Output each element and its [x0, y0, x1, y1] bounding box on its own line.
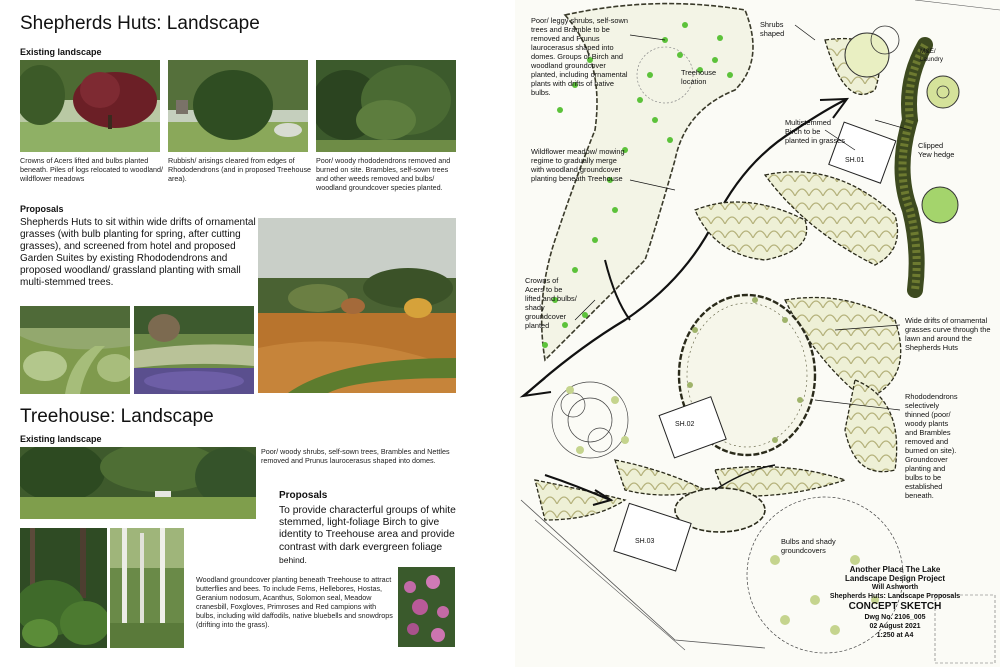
note-crowns-acers: Crowns of Acers to be lifted and bulbs/ …	[525, 276, 577, 330]
hut-label-sh02: SH.02	[675, 421, 695, 428]
treehouse-proposals-heading: Proposals	[279, 490, 328, 501]
title-line6: Dwg No. 2106_005	[864, 614, 926, 621]
photo-birch	[110, 528, 184, 648]
title-line8: 1:250 at A4	[876, 632, 914, 639]
photo-ferns	[20, 528, 107, 648]
note-bulbs: Bulbs and shady groundcovers	[781, 537, 836, 555]
photo-grasses-path	[20, 306, 130, 394]
note-treehouse: Treehouse location	[681, 68, 717, 86]
note-wildflower: Wildflower meadow/ mowing regime to grad…	[531, 147, 625, 183]
note-wide-drifts: Wide drifts of ornamental grasses curve …	[905, 316, 991, 352]
caption-acer: Crowns of Acers lifted and bulbs planted…	[20, 156, 164, 183]
hut-sh03	[613, 502, 692, 572]
grass-drifts	[534, 38, 902, 521]
photo-rhododendron	[316, 60, 456, 152]
photo-rhododendron-edge	[168, 60, 308, 152]
photo-grasses-lavender	[134, 306, 254, 394]
note-clipped-yew: Clipped Yew hedge	[918, 141, 955, 159]
caption-rubbish: Rubbish/ arisings cleared from edges of …	[168, 156, 312, 183]
treehouse-existing-heading: Existing landscape	[20, 434, 102, 444]
note-me-laundry: M&E/ Laundry	[920, 48, 944, 63]
note-rhododendrons: Rhododendrons selectively thinned (poor/…	[905, 392, 958, 500]
title-line5: CONCEPT SKETCH	[848, 601, 942, 612]
caption-groundcover: Woodland groundcover planting beneath Tr…	[196, 575, 393, 629]
concept-sketch-plan: SH.01 SH.02 SH.03 Poor/ leggy shrubs, se…	[515, 0, 1000, 667]
hut-sh01	[828, 121, 897, 184]
birch-dots	[542, 22, 733, 348]
photo-grasses-large	[258, 218, 456, 393]
caption-rhododendron: Poor/ woody rhododendrons removed and bu…	[316, 156, 451, 192]
treehouse-proposals-text: To provide characterful groups of white …	[279, 505, 464, 567]
sketch-drawing	[519, 0, 1000, 664]
treehouse-proposals-main: To provide characterful groups of white …	[279, 505, 456, 553]
note-multistemmed: Multistemmed Birch to be planted in gras…	[785, 118, 845, 145]
shepherds-proposals-text: Shepherds Huts to sit within wide drifts…	[20, 217, 256, 288]
left-panel: Shepherds Huts: Landscape Existing lands…	[20, 13, 464, 648]
note-poor-shrubs: Poor/ leggy shrubs, self-sown trees and …	[531, 16, 628, 97]
caption-treehouse-existing: Poor/ woody shrubs, self-sown trees, Bra…	[261, 447, 450, 465]
photo-acer	[20, 60, 160, 152]
photo-flowers	[398, 567, 455, 647]
shepherds-proposals-heading: Proposals	[20, 204, 64, 214]
hut-label-sh01: SH.01	[845, 157, 865, 164]
photo-treehouse-existing	[20, 447, 256, 519]
title-line2: Landscape Design Project	[844, 574, 946, 583]
title-line1: Another Place The Lake	[849, 565, 941, 574]
hut-label-sh03: SH.03	[635, 538, 655, 545]
title-line7: 02 August 2021	[869, 623, 921, 630]
shepherds-title: Shepherds Huts: Landscape	[20, 13, 260, 34]
title-line4: Shepherds Huts: Landscape Proposals	[829, 593, 961, 600]
title-line3: Will Ashworth	[871, 584, 919, 591]
treehouse-proposals-tail: behind.	[279, 555, 307, 565]
treehouse-title: Treehouse: Landscape	[20, 406, 214, 427]
shepherds-existing-heading: Existing landscape	[20, 47, 102, 57]
hut-sh02	[658, 396, 727, 459]
note-shrubs-shaped: Shrubs shaped	[760, 20, 785, 38]
title-block: Another Place The Lake Landscape Design …	[815, 565, 975, 640]
